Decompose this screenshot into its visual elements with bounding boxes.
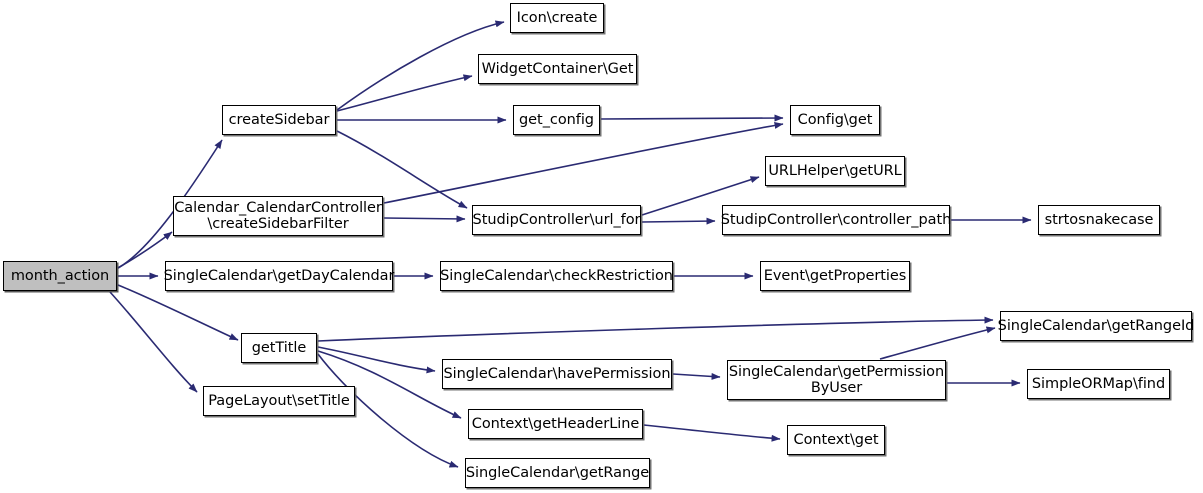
graph-node-getDayCalendar[interactable]: SingleCalendar\getDayCalendar [164,261,394,291]
call-edge-get_config-to-configGet [600,114,784,122]
graph-node-label: PageLayout\setTitle [208,392,350,409]
graph-node-label: StudipController\controller_path [720,211,952,228]
graph-node-label: URLHelper\getURL [768,162,902,179]
graph-node-getURL[interactable]: URLHelper\getURL [765,156,905,186]
graph-node-label: SingleCalendar\getDayCalendar [163,267,395,284]
graph-node-iconCreate[interactable]: Icon\create [510,3,604,33]
graph-node-getRangeId[interactable]: SingleCalendar\getRangeId [998,311,1194,341]
call-edge-getTitle-to-getHeaderLine [317,350,462,419]
graph-node-label: StudipController\url_for [472,211,641,228]
graph-node-label: SingleCalendar\getRangeId [997,317,1195,334]
graph-node-widgetContainerGet[interactable]: WidgetContainer\Get [478,54,637,84]
call-edge-month_action-to-getTitle [117,284,239,341]
graph-node-label: WidgetContainer\Get [481,60,634,77]
graph-node-getPermissionByUser[interactable]: SingleCalendar\getPermission ByUser [727,360,946,400]
call-edge-month_action-to-setTitle [109,291,198,393]
graph-node-contextGet[interactable]: Context\get [787,425,885,455]
graph-node-checkRestriction[interactable]: SingleCalendar\checkRestriction [440,261,673,291]
graph-node-getRange[interactable]: SingleCalendar\getRange [465,458,650,488]
graph-node-label: SingleCalendar\getPermission ByUser [728,363,945,396]
graph-node-havePermission[interactable]: SingleCalendar\havePermission [442,359,672,389]
call-edge-url_for-to-controller_path [641,217,716,225]
graph-node-label: strtosnakecase [1044,211,1154,228]
graph-node-getTitle[interactable]: getTitle [241,333,317,363]
graph-node-get_config[interactable]: get_config [513,105,600,135]
call-edge-getTitle-to-havePermission [317,346,436,374]
call-edge-getPermissionByUser-to-getRangeId [879,326,996,360]
graph-node-label: Calendar_CalendarController \createSideb… [174,199,382,232]
graph-node-label: SimpleORMap\find [1031,375,1166,392]
graph-node-setTitle[interactable]: PageLayout\setTitle [203,386,355,416]
graph-node-label: getTitle [251,339,307,356]
graph-node-label: get_config [519,111,594,128]
graph-node-label: month_action [10,267,110,284]
graph-node-sidebarFilter[interactable]: Calendar_CalendarController \createSideb… [173,196,383,236]
call-edge-getHeaderLine-to-contextGet [643,424,781,442]
call-edge-havePermission-to-getPermissionByUser [672,372,721,380]
graph-node-month_action[interactable]: month_action [3,261,117,291]
call-edge-createSidebar-to-url_for [336,130,468,209]
call-edge-month_action-to-sidebarFilter [117,231,173,269]
graph-node-strtosnakecase[interactable]: strtosnakecase [1038,205,1160,235]
call-edge-createSidebar-to-iconCreate [336,20,505,111]
call-edge-getTitle-to-getRange [317,353,459,468]
call-edge-month_action-to-createSidebar [117,139,223,269]
graph-node-createSidebar[interactable]: createSidebar [222,105,336,135]
call-edge-url_for-to-getURL [641,176,760,216]
graph-node-label: Icon\create [516,9,598,26]
graph-node-label: createSidebar [228,111,330,128]
graph-node-label: SingleCalendar\havePermission [443,365,671,382]
graph-node-getProperties[interactable]: Event\getProperties [760,261,910,291]
call-edge-sidebarFilter-to-configGet [383,121,784,204]
graph-node-getHeaderLine[interactable]: Context\getHeaderLine [468,409,643,439]
graph-node-url_for[interactable]: StudipController\url_for [472,205,641,235]
graph-node-controller_path[interactable]: StudipController\controller_path [721,205,951,235]
call-edge-sidebarFilter-to-url_for [383,215,466,223]
graph-node-label: Config\get [797,111,873,128]
graph-node-label: Context\getHeaderLine [471,415,640,432]
graph-node-label: Context\get [793,431,879,448]
graph-node-label: SingleCalendar\checkRestriction [440,267,673,284]
call-edge-getTitle-to-getRangeId [317,316,994,342]
call-edge-createSidebar-to-widgetContainerGet [336,74,473,112]
graph-node-configGet[interactable]: Config\get [790,105,880,135]
graph-node-label: SingleCalendar\getRange [465,464,650,481]
graph-node-label: Event\getProperties [763,267,907,284]
graph-node-simpleFind[interactable]: SimpleORMap\find [1027,369,1170,399]
